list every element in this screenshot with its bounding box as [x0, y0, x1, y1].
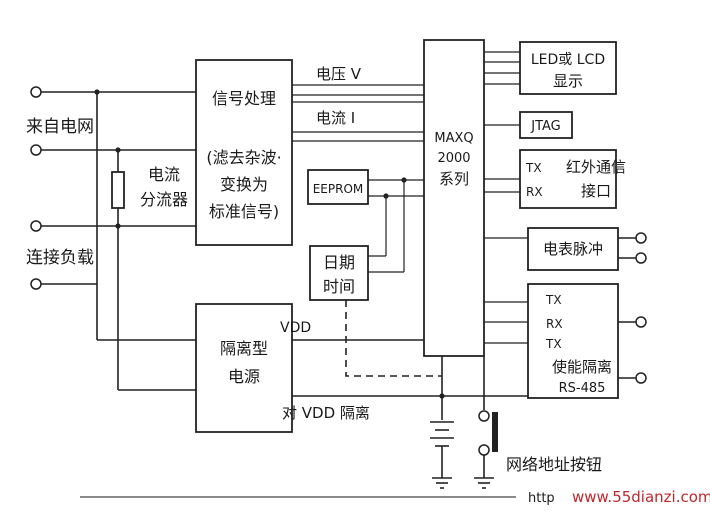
ir-rx-label: RX — [526, 185, 543, 199]
grid-input-wiring — [30, 86, 196, 391]
meter-pulse-block — [527, 227, 619, 271]
vdd-label: VDD — [280, 320, 311, 336]
rs485-terminal-1 — [635, 316, 647, 328]
mcu-label-3: 系列 — [439, 170, 469, 188]
meter-pulse-label: 电表脉冲 — [543, 240, 603, 258]
peripheral-links — [484, 51, 528, 344]
grid-terminal-2 — [30, 144, 42, 156]
rs485-block — [527, 283, 619, 399]
voltage-label: 电压 V — [316, 65, 362, 83]
pulse-terminal-1 — [635, 232, 647, 244]
mcu-label-1: MAXQ — [434, 131, 473, 146]
jtag-block — [519, 111, 573, 139]
time-label: 时间 — [323, 277, 355, 296]
signal-label-3: 变换为 — [220, 175, 268, 194]
display-label-1: LED或 LCD — [531, 52, 605, 68]
isolated-psu-block — [195, 303, 293, 433]
signal-label-4: 标准信号) — [209, 202, 279, 221]
rs-rx-label: RX — [546, 317, 563, 331]
watermark-http: http — [528, 491, 555, 506]
eeprom-block — [307, 169, 369, 205]
jtag-label: JTAG — [530, 119, 561, 134]
watermark-site: www.55dianzi.com — [572, 488, 710, 506]
ir-tx-label: TX — [525, 161, 542, 175]
network-button-label: 网络地址按钮 — [506, 455, 602, 474]
rs-tx1-label: TX — [545, 293, 562, 307]
ir-label-2: 接口 — [581, 182, 611, 200]
date-label: 日期 — [323, 253, 355, 272]
display-block — [519, 41, 617, 95]
from-grid-label: 来自电网 — [26, 117, 94, 137]
current-shunt-label-2: 分流器 — [140, 190, 188, 209]
backup-power-dashed-line — [345, 300, 442, 377]
grid-terminal-1 — [30, 86, 42, 98]
vdd-isolated-label: 对 VDD 隔离 — [282, 404, 370, 422]
current-label: 电流 I — [316, 109, 355, 127]
mcu-label-2: 2000 — [437, 151, 470, 166]
infrared-block — [519, 149, 617, 209]
eeprom-label: EEPROM — [313, 182, 364, 196]
display-label-2: 显示 — [553, 72, 583, 90]
pulse-terminal-2 — [635, 252, 647, 264]
shunt-resistor — [111, 171, 125, 209]
psu-label-2: 电源 — [228, 367, 260, 386]
rs485-label-1: 使能隔离 — [552, 358, 612, 376]
signal-bus — [292, 84, 424, 142]
connect-load-label: 连接负载 — [26, 248, 94, 268]
signal-label-1: 信号处理 — [212, 89, 276, 108]
battery-symbol — [430, 421, 454, 489]
current-shunt-label-1: 电流 — [148, 165, 180, 184]
network-address-button — [474, 410, 498, 489]
rs-tx2-label: TX — [545, 337, 562, 351]
signal-processing-block — [195, 59, 293, 246]
load-terminal-1 — [30, 220, 42, 232]
i2c-bus — [368, 177, 424, 273]
rs485-terminal-2 — [635, 372, 647, 384]
rtc-block — [309, 245, 369, 301]
power-wiring — [292, 339, 528, 420]
psu-label-1: 隔离型 — [220, 339, 268, 358]
signal-label-2: (滤去杂波· — [206, 148, 281, 167]
load-terminal-2 — [30, 278, 42, 290]
ir-label-1: 红外通信 — [566, 158, 626, 176]
mcu-block — [423, 39, 485, 357]
rs485-label-2: RS-485 — [559, 381, 606, 396]
